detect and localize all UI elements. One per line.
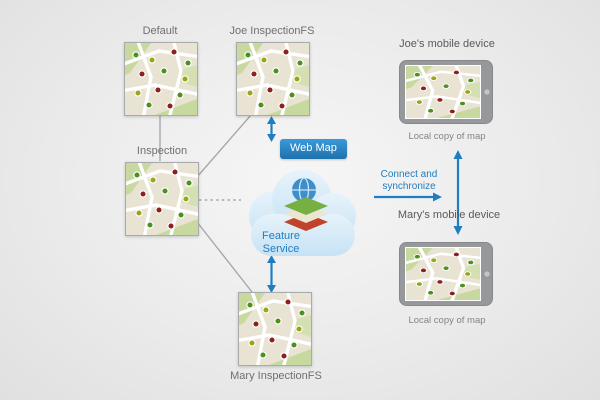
mary-fs-map-thumbnail (238, 292, 312, 366)
mary-local-copy-caption: Local copy of map (408, 315, 486, 326)
feature-service-cloud-icon (249, 170, 356, 256)
joe-fs-label: Joe InspectionFS (229, 25, 315, 37)
inspection-map-thumbnail (125, 162, 199, 236)
joe-local-copy-caption: Local copy of map (408, 131, 486, 142)
default-map-label: Default (142, 25, 178, 37)
default-map-thumbnail (124, 42, 198, 116)
mary-tablet-icon (399, 242, 493, 306)
map-icon (125, 43, 197, 115)
map-icon (237, 43, 309, 115)
joe-fs-map-thumbnail (236, 42, 310, 116)
connect-synchronize-label: Connect and synchronize (380, 169, 438, 192)
tablet-home-button (484, 271, 490, 277)
web-map-badge: Web Map (280, 139, 347, 159)
feature-service-label: Feature Service (262, 230, 300, 255)
map-icon (239, 293, 311, 365)
map-icon (126, 163, 198, 235)
joe-tablet-icon (399, 60, 493, 124)
inspection-label: Inspection (136, 145, 188, 157)
tablet-home-button (484, 89, 490, 95)
joe-device-label: Joe's mobile device (399, 38, 495, 50)
mary-fs-label: Mary InspectionFS (230, 370, 322, 382)
mary-device-label: Mary's mobile device (397, 209, 501, 221)
layers-icon (284, 177, 328, 231)
